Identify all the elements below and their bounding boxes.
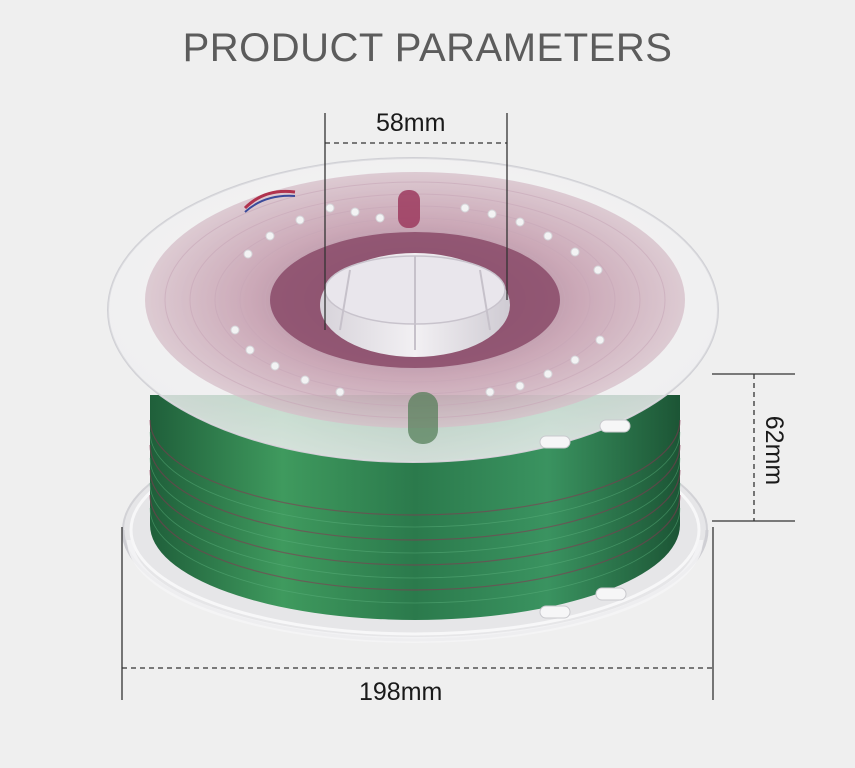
outer-diameter-label: 198mm bbox=[359, 678, 443, 706]
dimension-198mm-lines bbox=[121, 527, 714, 700]
dimension-58mm-lines bbox=[324, 113, 508, 330]
page-title: PRODUCT PARAMETERS bbox=[182, 26, 673, 70]
flange-slot-front bbox=[408, 392, 438, 444]
filament-band bbox=[150, 395, 680, 620]
dimension-62mm-lines bbox=[712, 373, 795, 522]
inner-diameter-label: 58mm bbox=[376, 109, 446, 137]
flange-holes bbox=[230, 203, 605, 397]
height-label: 62mm bbox=[760, 415, 789, 486]
flange-slot-top bbox=[398, 190, 420, 228]
